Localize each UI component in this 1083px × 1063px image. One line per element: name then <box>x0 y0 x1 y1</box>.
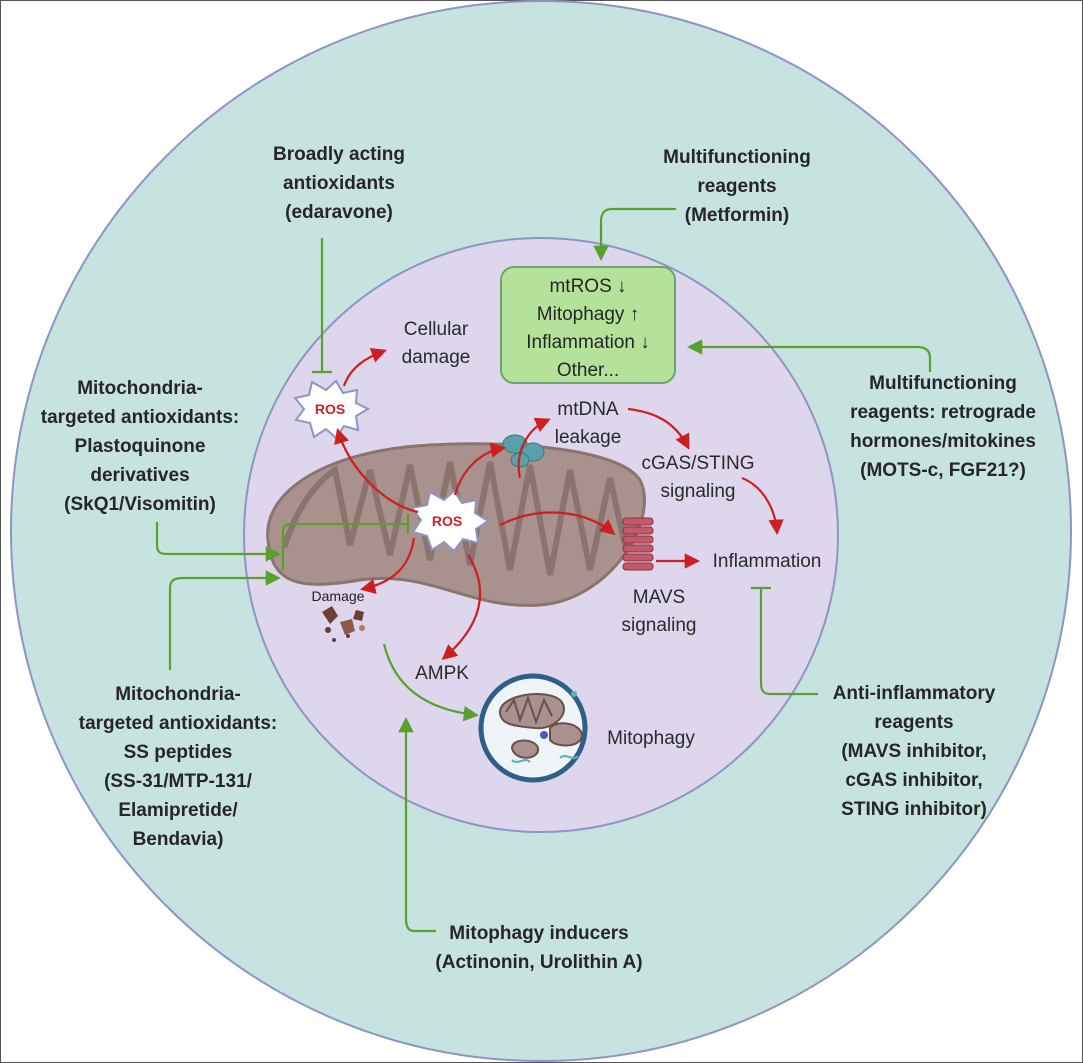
drug-arrows <box>155 207 932 933</box>
mitophagy-label: Mitophagy <box>607 728 695 749</box>
damage-fragments-icon <box>322 606 365 642</box>
label-retrograde: Multifunctioning reagents: retrograde ho… <box>850 373 1036 481</box>
inhibit-anti-inflammatory <box>759 588 818 696</box>
mtdna-leakage-label: mtDNA leakage <box>554 399 622 448</box>
label-anti-inflammatory: Anti-inflammatory reagents (MAVS inhibit… <box>832 683 996 820</box>
effects-mitophagy: Mitophagy ↑ <box>536 304 640 325</box>
label-ss-peptides: Mitochondria- targeted antioxidants: SS … <box>78 684 278 850</box>
arrow-metformin <box>593 207 676 262</box>
ampk-label: AMPK <box>415 663 469 684</box>
mavs-signaling-label: MAVS signaling <box>621 587 697 636</box>
mitophagy-vesicle-icon <box>478 673 588 783</box>
arrow-pore-to-mtdna <box>517 417 551 479</box>
cellular-damage-label: Cellular damage <box>401 319 471 368</box>
arrow-ros-to-cellular-damage <box>342 348 387 387</box>
arrow-ros-to-damage <box>359 537 416 594</box>
arrow-skq1 <box>155 522 282 562</box>
pathway-arrows <box>334 348 784 661</box>
label-broad-antioxidants: Broadly acting antioxidants (edaravone) <box>273 144 405 223</box>
label-mitophagy-inducers: Mitophagy inducers (Actinonin, Urolithin… <box>435 923 643 973</box>
ros-outer-label: ROS <box>314 401 346 417</box>
ros-inner-icon <box>410 489 490 553</box>
inflammation-label: Inflammation <box>712 551 822 572</box>
inhibit-inner-ros <box>281 522 408 570</box>
arrow-ros-inner-to-ros-outer <box>334 428 419 514</box>
arrow-ss-peptides <box>168 570 282 670</box>
effects-other: Other... <box>556 360 620 381</box>
arrow-mitophagy-inducers <box>398 716 436 933</box>
effects-box: mtROS ↓ Mitophagy ↑ Inflammation ↓ Other… <box>500 266 676 384</box>
damage-label: Damage <box>311 588 365 604</box>
arrow-mtdna-to-cgas <box>627 407 690 450</box>
effects-inflammation: Inflammation ↓ <box>526 332 650 353</box>
arrow-cgas-to-inflammation <box>741 476 784 536</box>
arrow-ampk-to-mitophagy <box>382 643 480 722</box>
ros-inner-label: ROS <box>431 513 463 529</box>
arrow-retrograde <box>686 339 932 372</box>
label-mito-plastoquinone: Mitochondria- targeted antioxidants: Pla… <box>40 378 240 515</box>
label-metformin: Multifunctioning reagents (Metformin) <box>663 147 811 226</box>
arrow-ros-to-mavs <box>499 511 616 535</box>
effects-mtros: mtROS ↓ <box>549 276 627 297</box>
mavs-protein-icon <box>622 517 654 571</box>
arrow-ros-to-mtdna <box>453 442 507 496</box>
cgas-sting-label: cGAS/STING signaling <box>641 453 755 502</box>
arrow-ros-to-ampk <box>441 554 482 661</box>
